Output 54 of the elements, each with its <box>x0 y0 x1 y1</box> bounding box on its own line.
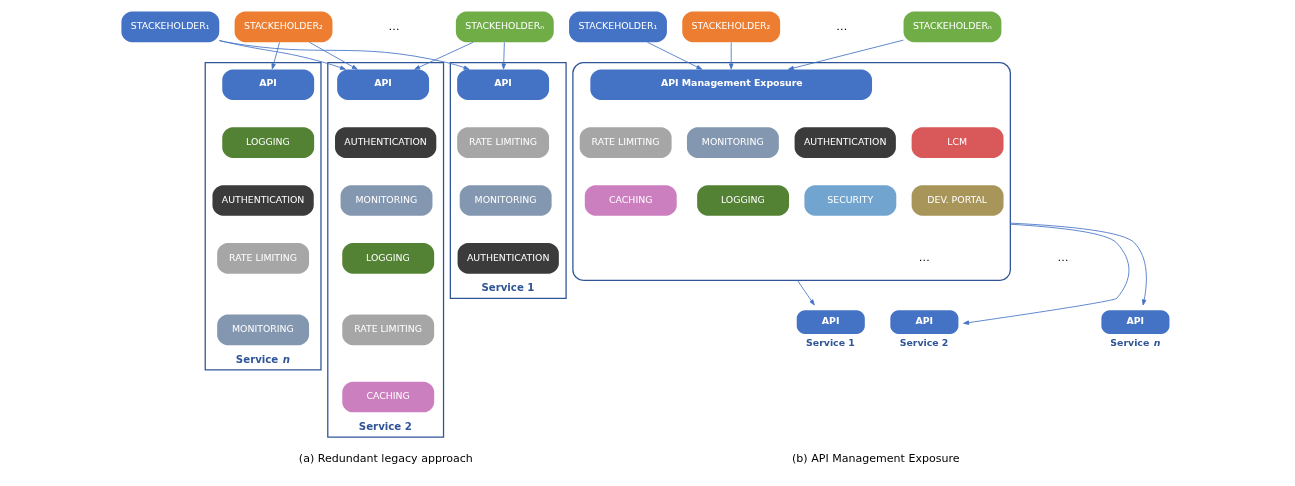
arrow <box>787 39 904 71</box>
node-box: AUTHENTICATION <box>794 127 896 158</box>
node-box: AUTHENTICATION <box>334 127 436 158</box>
node-box: API <box>796 310 865 335</box>
arrow <box>218 40 346 70</box>
node-box: API <box>221 69 314 100</box>
node-label: Service n <box>1109 336 1160 348</box>
arrow <box>728 42 733 70</box>
node-box: AUTHENTICATION <box>211 185 314 216</box>
arrow <box>501 42 506 70</box>
node-label: Service 2 <box>899 336 948 348</box>
arrow <box>308 41 358 70</box>
label: (b) API Management Exposure <box>791 452 960 466</box>
node-box: RATE LIMITING <box>579 127 672 158</box>
node-box: LOGGING <box>341 243 434 274</box>
label: … <box>918 251 930 265</box>
node-box: SECURITY <box>803 185 896 216</box>
arrow <box>962 223 1129 325</box>
node-box: API <box>336 69 429 100</box>
node-label: Service 1 <box>805 336 855 348</box>
label: … <box>835 19 847 33</box>
node-box: LOGGING <box>696 185 789 216</box>
node-box: STACKEHOLDER₁ <box>568 11 667 43</box>
arrow <box>1009 222 1147 306</box>
arrow <box>646 41 702 70</box>
node-box: STACKEHOLDER₁ <box>120 11 219 43</box>
node-box: API <box>1100 310 1169 335</box>
node-box: LOGGING <box>221 127 314 158</box>
node-box: STACKEHOLDER₂ <box>681 11 780 43</box>
label: … <box>1057 251 1069 265</box>
node-box: RATE LIMITING <box>216 243 309 274</box>
arrow <box>796 280 815 306</box>
node-box: RATE LIMITING <box>341 314 434 346</box>
label: (a) Redundant legacy approach <box>298 452 473 466</box>
node-box: MONITORING <box>686 127 779 158</box>
node-box: DEV. PORTAL <box>911 185 1004 216</box>
node-box: LCM <box>911 127 1004 158</box>
node-box: STACKEHOLDERₙ <box>455 11 554 43</box>
node-box: API <box>456 69 549 100</box>
node-box: AUTHENTICATION <box>457 243 559 274</box>
node-box: MONITORING <box>216 314 309 346</box>
label: … <box>388 19 400 33</box>
node-box: STACKEHOLDER₂ <box>234 11 332 43</box>
arrow <box>270 42 280 70</box>
node-box: API <box>889 310 958 335</box>
arrow <box>218 40 470 70</box>
node-box: RATE LIMITING <box>456 127 549 158</box>
node-box: STACKEHOLDERₙ <box>903 11 1001 43</box>
arrow <box>413 41 474 70</box>
node-box: CACHING <box>584 185 677 216</box>
node-box: MONITORING <box>459 185 552 216</box>
node-box: MONITORING <box>340 185 432 216</box>
node-box: CACHING <box>341 381 434 413</box>
node-box: API Management Exposure <box>589 69 872 100</box>
